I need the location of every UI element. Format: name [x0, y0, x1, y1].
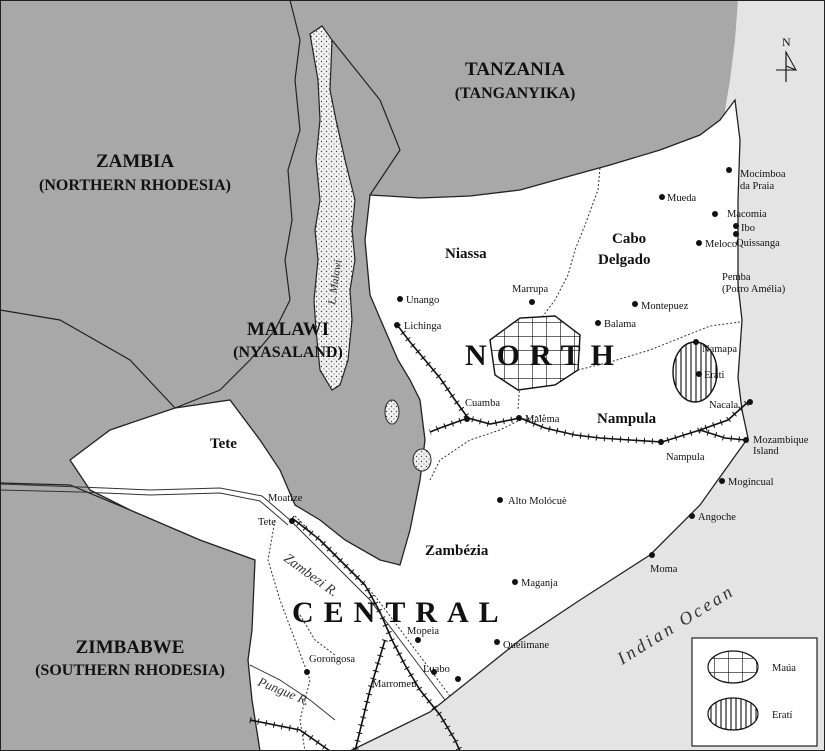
compass-n: N	[782, 35, 791, 49]
province-boundary-cabo-nampula	[569, 321, 741, 373]
zambezi-lower	[289, 519, 446, 701]
town-luabo: Luabo	[423, 664, 450, 675]
country-zambia: ZAMBIA	[96, 151, 174, 172]
railway-lichinga-nacala	[397, 325, 749, 443]
railway-nampula-island-ties	[699, 427, 746, 443]
town-namapa: Namapa	[702, 344, 737, 355]
town-mueda: Mueda	[667, 193, 696, 204]
country-zimbabwe-old: (SOUTHERN RHODESIA)	[35, 662, 225, 679]
border-zambia-west	[0, 309, 176, 409]
town-macomia: Macomia	[727, 209, 767, 220]
province-boundary-central	[267, 519, 311, 751]
town-mocimboa: Mocimboa	[740, 169, 786, 180]
mozambique-land	[69, 98, 749, 751]
town-malema: Malema	[525, 414, 560, 425]
region-central: CENTRAL	[292, 596, 509, 629]
town-mocimboa-2: da Praia	[740, 181, 774, 192]
legend: Maúa Eratí	[691, 637, 818, 747]
town-tete: Tete	[258, 517, 276, 528]
town-lichinga: Lichinga	[404, 321, 442, 332]
town-ibo: Ibo	[741, 223, 755, 234]
maua-area	[489, 315, 581, 391]
province-nampula: Nampula	[597, 411, 657, 427]
town-quelimane: Quelimane	[503, 640, 549, 651]
lake-small-2	[412, 448, 432, 472]
province-boundary-central-2	[299, 614, 336, 656]
town-moma: Moma	[650, 564, 678, 575]
town-pemba-2: (Porro Amélia)	[722, 284, 786, 295]
indian-ocean	[350, 0, 825, 751]
town-mozambique-island-2: Island	[753, 446, 779, 457]
town-nacala: Nacala	[709, 400, 738, 411]
border-zambia-malawi	[174, 299, 291, 409]
town-mozambique-island: Mozambique	[753, 435, 809, 446]
legend-label-erati: Eratí	[772, 710, 792, 721]
town-alto-molocue: Alto Molócuè	[508, 496, 567, 507]
railway-west-ties	[249, 717, 332, 751]
legend-label-maua: Maúa	[772, 663, 796, 674]
town-meloco: Meloco	[705, 239, 737, 250]
province-cabo: Cabo	[612, 231, 646, 247]
north-arrow-icon	[776, 50, 798, 82]
town-erati: Erati	[704, 370, 724, 381]
town-maganja: Maganja	[521, 578, 558, 589]
town-cuamba: Cuamba	[465, 398, 500, 409]
town-marrupa: Marrupa	[512, 284, 548, 295]
province-zambezia: Zambézia	[425, 543, 489, 559]
country-zimbabwe: ZIMBABWE	[76, 637, 185, 658]
pungue-river	[249, 664, 336, 721]
country-tanzania-old: (TANGANYIKA)	[455, 85, 576, 102]
legend-swatch-erati	[707, 697, 759, 731]
railway-south	[354, 639, 386, 751]
town-moatize: Moatize	[268, 493, 303, 504]
town-gorongosa: Gorongosa	[309, 654, 355, 665]
town-quissanga: Quissanga	[736, 238, 780, 249]
town-pemba: Pemba	[722, 272, 751, 283]
zambezi-upper-2	[0, 489, 289, 526]
railway-cuamba-west	[429, 417, 469, 433]
railway-tete-beira-ties	[290, 515, 463, 751]
lake-malawi	[309, 25, 356, 391]
border-tanzania-east	[331, 39, 401, 196]
town-mogincual: Mogincual	[728, 477, 774, 488]
border-zambia-tanzania	[284, 0, 301, 301]
town-montepuez: Montepuez	[641, 301, 689, 312]
country-malawi-old: (NYASALAND)	[233, 344, 343, 361]
province-boundary-niassa-cabo	[517, 167, 601, 411]
country-zambia-old: (NORTHERN RHODESIA)	[39, 177, 231, 194]
town-unango: Unango	[406, 295, 439, 306]
town-angoche: Angoche	[698, 512, 736, 523]
town-nampula: Nampula	[666, 452, 705, 463]
province-delgado: Delgado	[598, 252, 651, 268]
town-balama: Balama	[604, 319, 636, 330]
town-dots	[289, 167, 753, 682]
region-north: NORTH	[465, 339, 624, 372]
country-tanzania: TANZANIA	[465, 59, 565, 80]
zambezi-upper	[0, 483, 291, 521]
town-marromeu: Marromeu	[372, 679, 417, 690]
province-tete: Tete	[210, 436, 237, 452]
border-zimbabwe	[0, 482, 131, 511]
country-malawi: MALAWI	[247, 319, 329, 340]
province-niassa: Niassa	[445, 246, 487, 262]
zambezi-lower-2	[294, 515, 451, 697]
town-mopeia: Mopeia	[407, 626, 439, 637]
legend-swatch-maua	[707, 650, 759, 684]
lake-small-1	[384, 399, 400, 425]
